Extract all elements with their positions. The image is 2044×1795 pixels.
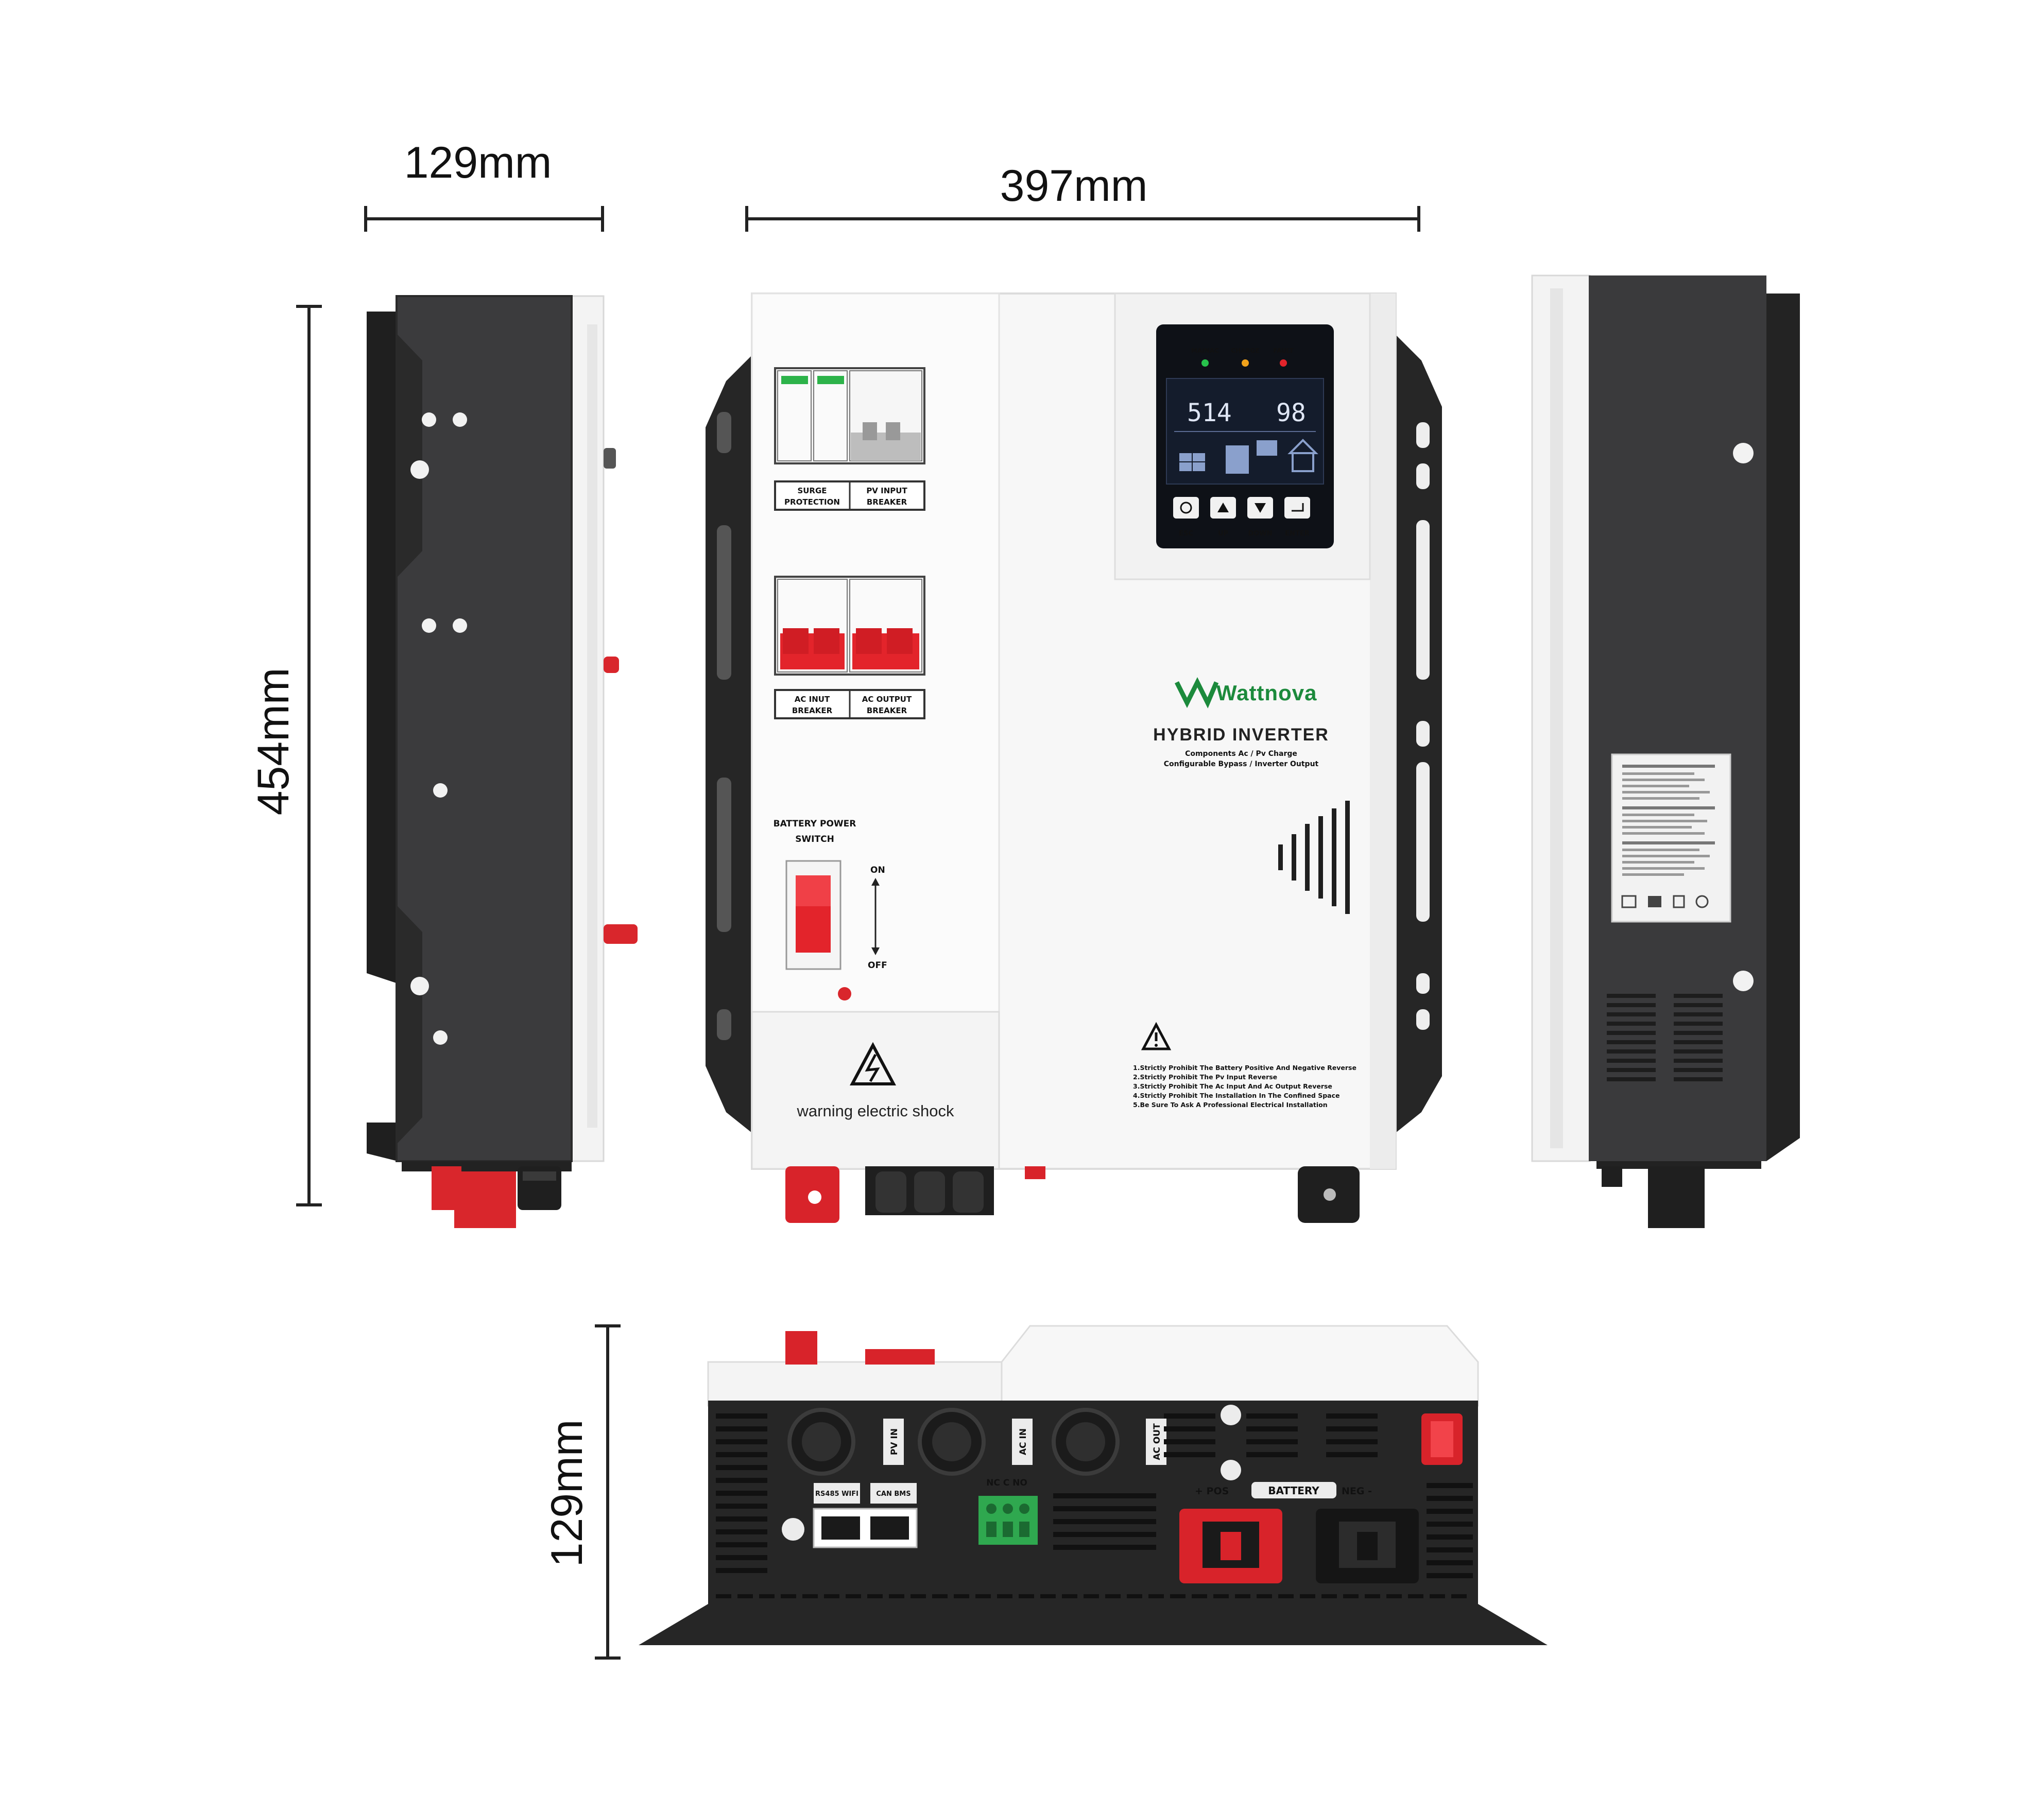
esc-icon [1180,502,1192,514]
button-label-esc: ESC [1179,530,1193,538]
up-icon [1217,503,1229,512]
enter-icon [1292,503,1304,512]
battery-pos-label: + POS [1195,1486,1229,1497]
relay-label: NC C NO [986,1478,1027,1488]
port-label-pv-in: PV IN [889,1428,900,1455]
product-title: HYBRID INVERTER [1153,725,1329,745]
battery-label: BATTERY [1268,1485,1319,1497]
dimension-bottom-depth [595,1324,621,1660]
warning-line-2: 2.Strictly Prohibit The Pv Input Reverse [1133,1073,1277,1081]
warning-line-5: 5.Be Sure To Ask A Professional Electric… [1133,1101,1328,1109]
warning-electric-shock-text: warning electric shock [797,1102,954,1120]
solar-panel-icon [1179,453,1205,471]
warning-line-4: 4.Strictly Prohibit The Installation In … [1133,1092,1340,1099]
cable-gland-pv [787,1408,855,1476]
side-vents [1607,994,1723,1081]
label-acin-line1: AC INUT [795,695,830,704]
dim-label-front-height: 454mm [249,668,298,816]
caution-triangle-icon [1141,1022,1172,1050]
label-pv-line2: BREAKER [867,497,907,507]
esc-button[interactable] [1173,497,1199,519]
product-subtitle-2: Configurable Bypass / Inverter Output [1164,760,1319,768]
cable-gland-acout [1052,1408,1120,1476]
dim-label-side-depth: 129mm [404,138,552,187]
label-pv-line1: PV INPUT [866,486,907,495]
battery-terminal-positive [1179,1509,1282,1583]
warning-triangle-icon [850,1042,896,1085]
speaker-vents [1278,801,1350,914]
spec-label-sticker [1611,753,1731,923]
bottom-view: PV IN AC IN AC OUT RS485 WIFI CAN BMS NC… [639,1325,1548,1645]
label-acout-line2: BREAKER [867,706,907,715]
relay-terminal-block[interactable] [978,1496,1038,1545]
dim-label-bottom-depth: 129mm [542,1420,592,1567]
button-label-down: DOWN [1248,530,1272,538]
lcd-left-reading: 514 [1187,399,1232,427]
indicator-charge: CHARGE [1231,347,1259,354]
warning-line-1: 1.Strictly Prohibit The Battery Positive… [1133,1064,1356,1072]
port-label-ac-out: AC OUT [1152,1423,1162,1460]
dimension-front-width [745,206,1420,232]
label-battery-switch-line1: BATTERY POWER [774,819,856,829]
product-subtitle-1: Components Ac / Pv Charge [1185,750,1297,758]
dimension-side-depth [364,206,604,232]
label-acout-line1: AC OUTPUT [862,695,912,704]
dimension-front-height [296,305,322,1206]
front-view: SURGE PROTECTION PV INPUT BREAKER AC INU… [706,292,1442,1223]
battery-icon [1257,440,1277,456]
brand-name: Wattnova [1216,681,1317,705]
dim-label-front-width: 397mm [1000,161,1148,211]
port-label-ac-in: AC IN [1018,1428,1028,1455]
lcd-display: MAINAC CHARGE FAULT 514 98 [1156,324,1334,548]
label-surge-line1: SURGE [797,486,827,495]
bottom-vents-right [1427,1483,1473,1578]
rj45-port-can[interactable] [870,1516,909,1540]
bottom-vents-middle [1053,1413,1378,1550]
button-label-up: UP [1218,530,1228,538]
inverter-icon [1226,445,1249,474]
right-side-view [1531,274,1800,1228]
warning-line-3: 3.Strictly Prohibit The Ac Input And Ac … [1133,1082,1332,1090]
battery-terminal-negative [1316,1509,1419,1583]
lcd-right-reading: 98 [1276,399,1306,427]
indicator-mainac: MAINAC [1191,347,1219,354]
label-switch-on: ON [870,865,885,875]
down-icon [1255,503,1266,513]
label-acin-line2: BREAKER [792,706,833,715]
left-side-view [367,295,638,1228]
label-battery-switch-line2: SWITCH [795,834,834,844]
brand-logo [1174,677,1219,709]
comm-label-rs485: RS485 WIFI [815,1490,858,1498]
cable-gland-acin [918,1408,986,1476]
house-icon [1287,439,1318,472]
comm-label-can: CAN BMS [876,1490,911,1498]
breaker-group-middle: AC INUT BREAKER AC OUTPUT BREAKER [774,576,925,719]
label-switch-off: OFF [868,960,887,971]
bottom-vents-left [716,1413,767,1573]
label-surge-line2: PROTECTION [784,497,840,507]
battery-neg-label: NEG - [1342,1486,1372,1497]
button-label-enter: ENTER [1285,530,1310,538]
breaker-group-top: SURGE PROTECTION PV INPUT BREAKER [774,367,925,511]
warning-cover [751,1011,1000,1170]
enter-button[interactable] [1284,497,1310,519]
indicator-fault: FAULT [1273,347,1294,354]
rj45-port-rs485[interactable] [821,1516,860,1540]
battery-power-switch: BATTERY POWER SWITCH ON OFF [774,819,887,1000]
